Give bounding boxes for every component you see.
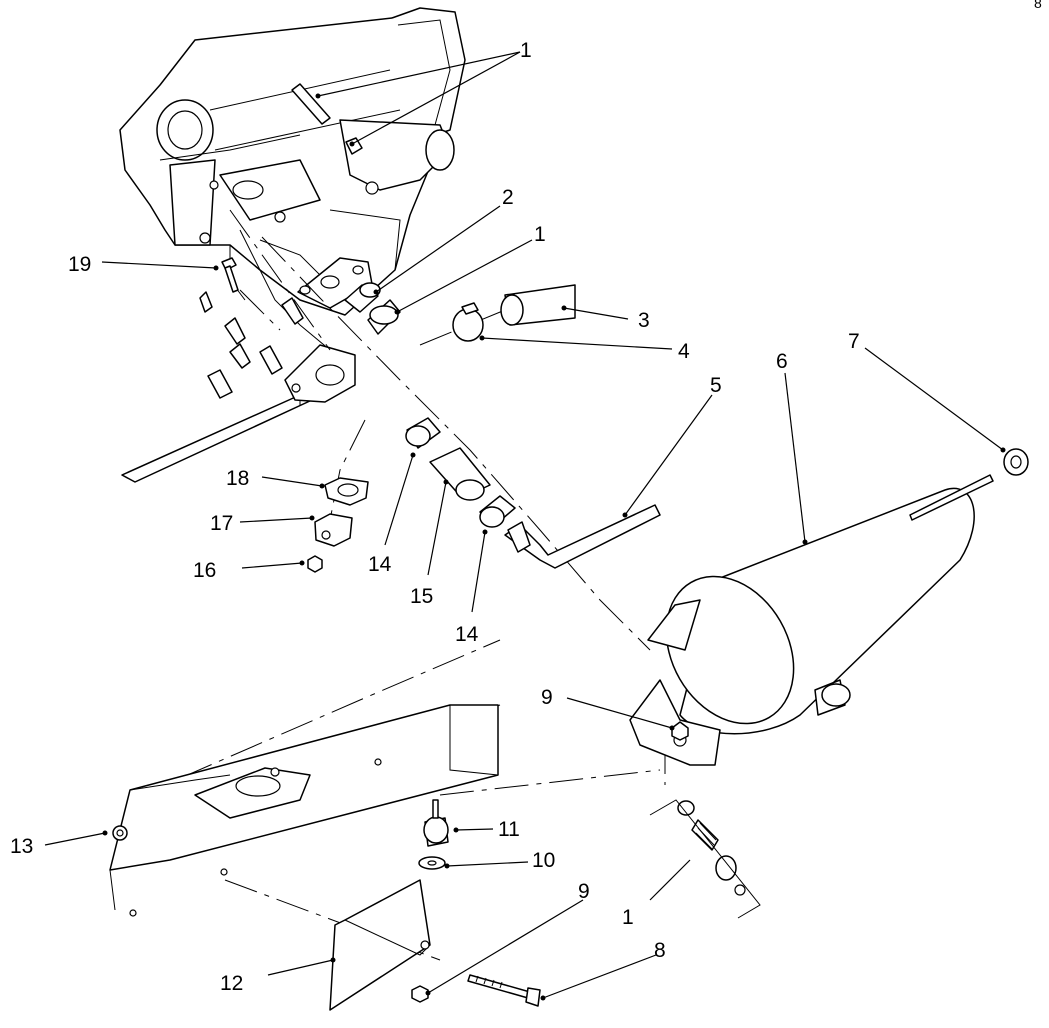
cap-screw-19: [221, 257, 239, 293]
exhaust-port-lower: [284, 344, 356, 403]
frame-nut: [112, 825, 128, 841]
exhaust-coupler-tube: [429, 447, 491, 501]
callout-11: 11: [498, 818, 520, 841]
muffler: [629, 474, 994, 766]
exhaust-clamp-left: [405, 417, 441, 449]
muffler-grommet: [1003, 448, 1029, 476]
callout-1-top: 1: [520, 39, 532, 62]
exhaust-clamp-ring-upper: [367, 299, 401, 335]
flange-nut-16: [307, 555, 323, 573]
callout-3: 3: [638, 309, 650, 332]
exhaust-hose: [500, 284, 576, 326]
page-marker: 8: [1034, 0, 1042, 11]
exhaust-clamp-right: [479, 495, 516, 528]
callout-18: 18: [226, 467, 249, 490]
callout-9-upper: 9: [541, 686, 553, 709]
exhaust-gasket: [324, 477, 369, 506]
muffler-mount-bracket: [329, 879, 431, 1011]
callout-17: 17: [210, 512, 233, 535]
cap-screw: [467, 974, 541, 1007]
callout-9-lower: 9: [578, 880, 590, 903]
flange-nut-upper: [671, 721, 689, 741]
port-cover-plate: [314, 513, 353, 547]
callout-12: 12: [220, 972, 243, 995]
engine-base-rail: [121, 394, 313, 483]
callout-2: 2: [502, 186, 514, 209]
frame-rail: [109, 704, 499, 917]
engine-block: [119, 7, 466, 396]
callout-1-bottom: 1: [622, 906, 634, 929]
callout-6: 6: [776, 350, 788, 373]
callout-10: 10: [532, 849, 555, 872]
callout-16: 16: [193, 559, 216, 582]
callout-14-right: 14: [455, 623, 479, 646]
exhaust-studs: [291, 83, 363, 155]
callout-1-mid: 1: [534, 223, 546, 246]
callout-8: 8: [654, 939, 666, 962]
flat-washer: [418, 856, 446, 870]
callout-4: 4: [678, 340, 690, 363]
callout-labels: 1 2 1 3 4 5 6 7 19 18 17 16 14 15 14 9 1…: [10, 39, 860, 995]
callout-19: 19: [68, 253, 91, 276]
rubber-isolator: [423, 799, 449, 847]
hose-clamp: [452, 302, 484, 342]
callout-13: 13: [10, 835, 33, 858]
exhaust-pipe: [504, 504, 661, 569]
callout-7: 7: [848, 330, 860, 353]
callout-15: 15: [410, 585, 433, 608]
cylinder-studs: [199, 291, 304, 399]
callout-leaders: [44, 51, 1006, 1001]
callout-14-left: 14: [368, 553, 392, 576]
callout-5: 5: [710, 374, 722, 397]
spring-mount-kit: [649, 799, 761, 919]
flange-nut-lower: [411, 985, 429, 1003]
